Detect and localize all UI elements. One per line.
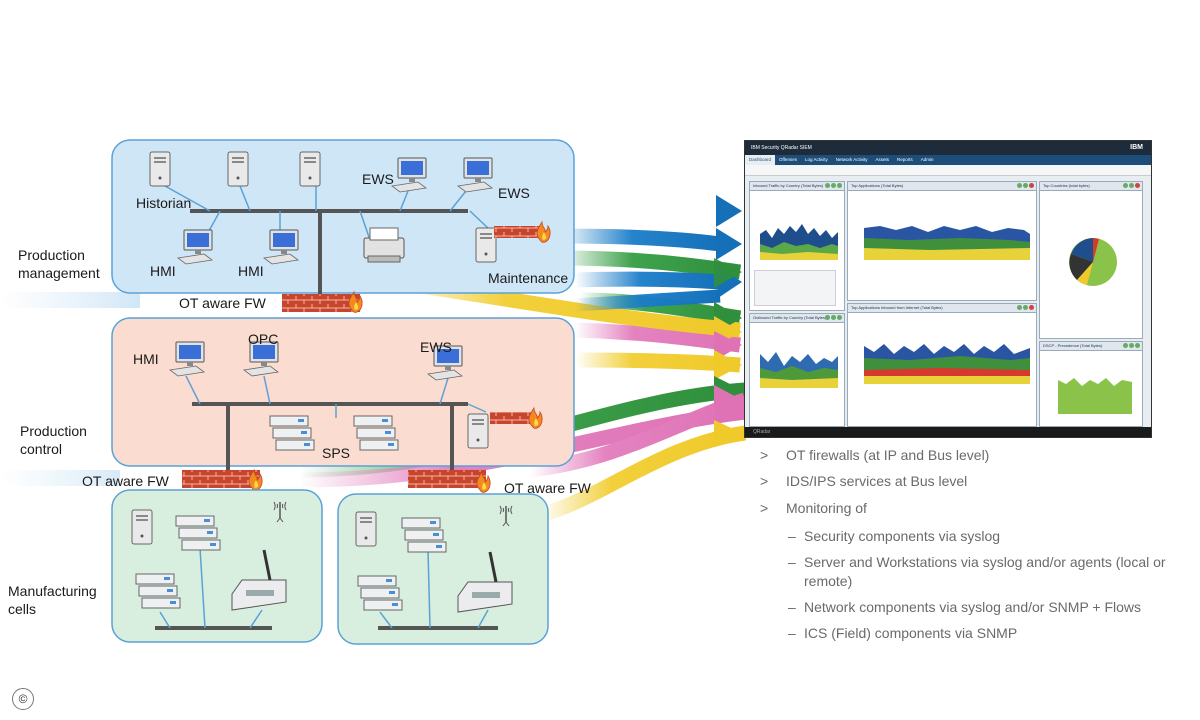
siem-toolbar: [745, 165, 1151, 176]
siem-dashboard-screenshot: IBM Security QRadar SIEM IBM Dashboard O…: [744, 140, 1152, 438]
bullet-text: Network components via syslog and/or SNM…: [804, 599, 1142, 615]
sub-bullet-item: –Network components via syslog and/or SN…: [788, 598, 1188, 617]
siem-panel-inbound-traffic: Inbound Traffic by Country (Total Bytes): [749, 181, 845, 311]
siem-tab-log-activity[interactable]: Log Activity: [804, 157, 828, 162]
production-management-zone: [111, 139, 575, 298]
siem-tab-reports[interactable]: Reports: [897, 157, 913, 162]
stacked-area-chart: [864, 344, 1030, 384]
bullet-item: >Monitoring of: [760, 500, 867, 516]
firewall-icon: [494, 226, 542, 238]
panel-title: DSCP - Precedence (Total Bytes): [1043, 343, 1103, 348]
sps-rack-icon: [269, 415, 315, 451]
device-label-opc: OPC: [248, 331, 279, 347]
maintenance-server-icon: [475, 227, 497, 263]
device-label-ews: EWS: [498, 185, 530, 201]
bullet-text: OT firewalls (at IP and Bus level): [786, 447, 990, 463]
firewall-label: OT aware FW: [82, 473, 169, 489]
device-label-ews: EWS: [362, 171, 394, 187]
bullet-text: ICS (Field) components via SNMP: [804, 625, 1018, 641]
device-label-hmi: HMI: [133, 351, 159, 367]
pie-chart: [1069, 238, 1117, 286]
production-control-zone: [111, 317, 575, 474]
plc-rack-icon: [175, 515, 221, 551]
device-label-hmi: HMI: [150, 263, 176, 279]
plc-rack-icon: [135, 573, 181, 609]
device-label-ews: EWS: [420, 339, 452, 355]
printer-icon: [363, 227, 405, 263]
manufacturing-cell-1: [111, 489, 323, 643]
server-icon: [227, 151, 249, 187]
zone-label-manufacturing-cells: Manufacturing cells: [8, 583, 97, 617]
device-label-historian: Historian: [136, 195, 192, 211]
server-icon: [467, 413, 489, 449]
monitoring-flow-arrows: [299, 195, 748, 523]
device-label-maintenance: Maintenance: [488, 270, 569, 286]
bullet-text: Security components via syslog: [804, 528, 1001, 544]
siem-panel-top-countries: Top Countries (total bytes): [1039, 181, 1143, 339]
manufacturing-cell-2: [337, 493, 549, 645]
historian-server-icon: [149, 151, 171, 187]
area-chart: [1058, 378, 1132, 414]
panel-title: Top Applications (Total Bytes): [851, 183, 904, 188]
server-icon: [299, 151, 321, 187]
stacked-area-chart: [760, 224, 838, 260]
siem-panel-outbound-traffic: Outbound Traffic by Country (Total Bytes…: [749, 313, 845, 427]
server-icon: [131, 509, 153, 545]
firewall-label: OT aware FW: [179, 295, 266, 311]
siem-brand-logo: IBM: [1130, 144, 1143, 151]
ot-firewall-brick-icon: [182, 470, 260, 488]
stacked-area-chart: [864, 226, 1030, 260]
siem-tab-dashboard[interactable]: Dashboard: [745, 155, 776, 165]
siem-panel-dscp-precedence: DSCP - Precedence (Total Bytes): [1039, 341, 1143, 427]
panel-title: Top Countries (total bytes): [1043, 183, 1090, 188]
firewall-label: OT aware FW: [504, 480, 591, 496]
ot-firewall-brick-icon: [408, 470, 486, 488]
plc-rack-icon: [357, 575, 403, 611]
siem-tab-assets[interactable]: Assets: [875, 157, 889, 162]
siem-panel-top-applications-inbound: Top Applications Inbound from Internet (…: [847, 303, 1037, 427]
siem-tab-network-activity[interactable]: Network Activity: [835, 157, 868, 162]
server-icon: [355, 511, 377, 547]
firewall-icon: [490, 412, 532, 424]
siem-tab-bar: Dashboard Offenses Log Activity Network …: [745, 155, 1151, 165]
siem-panel-top-applications: Top Applications (Total Bytes): [847, 181, 1037, 301]
ot-firewall-brick-icon: [282, 294, 360, 312]
bullet-text: Server and Workstations via syslog and/o…: [804, 554, 1166, 589]
zone-label-production-control: Production control: [20, 423, 87, 457]
sub-bullet-item: –Security components via syslog: [788, 527, 1188, 546]
panel-title: Inbound Traffic by Country (Total Bytes): [753, 183, 824, 188]
sub-bullet-item: –ICS (Field) components via SNMP: [788, 624, 1188, 643]
bullet-item: >IDS/IPS services at Bus level: [760, 473, 968, 489]
sub-bullet-item: –Server and Workstations via syslog and/…: [788, 553, 1188, 591]
siem-tab-offenses[interactable]: Offenses: [779, 157, 797, 162]
device-label-sps: SPS: [322, 445, 351, 461]
sps-rack-icon: [353, 415, 399, 451]
plc-rack-icon: [401, 517, 447, 553]
bullet-text: IDS/IPS services at Bus level: [786, 473, 968, 489]
panel-title: Top Applications Inbound from Internet (…: [851, 305, 943, 310]
stacked-area-chart: [760, 352, 838, 388]
copyright-icon: ©: [12, 688, 34, 710]
siem-tab-admin[interactable]: Admin: [920, 157, 934, 162]
firewalls: [182, 291, 491, 493]
panel-title: Outbound Traffic by Country (Total Bytes…: [753, 315, 827, 320]
zone-label-production-management: Production management: [18, 247, 100, 281]
siem-title: IBM Security QRadar SIEM: [751, 145, 812, 151]
device-label-hmi: HMI: [238, 263, 264, 279]
siem-footer: QRadar: [745, 427, 1151, 437]
bullet-item: >OT firewalls (at IP and Bus level): [760, 447, 990, 463]
bullet-text: Monitoring of: [786, 500, 867, 516]
siem-title-bar: IBM Security QRadar SIEM IBM: [745, 141, 1151, 155]
